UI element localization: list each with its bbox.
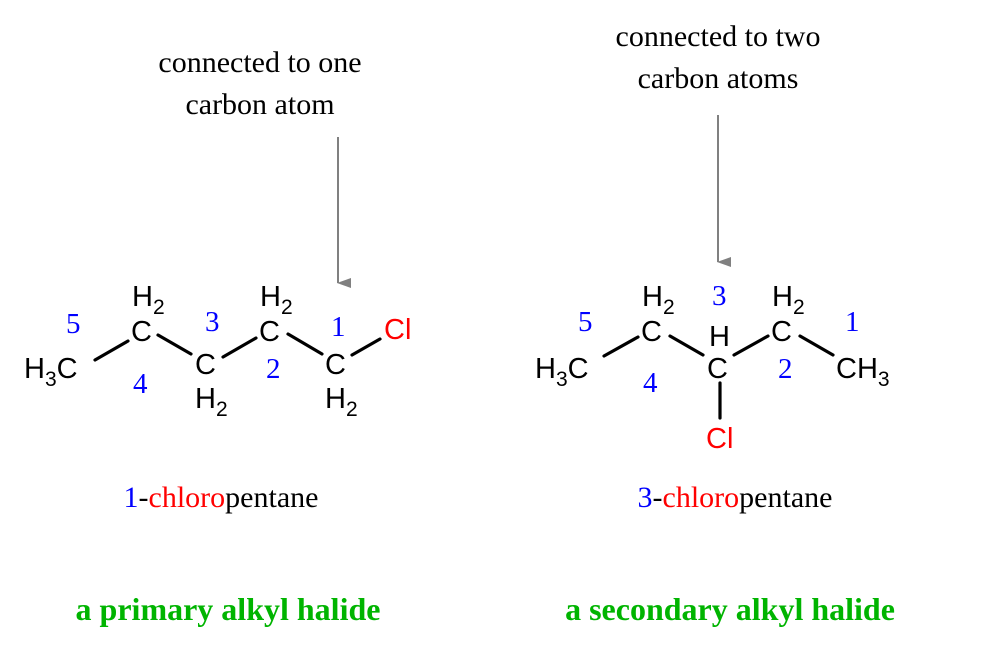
right-annotation-line1: connected to two — [616, 20, 821, 53]
bond-c4-c3-right — [668, 334, 705, 357]
atom-c3-h2: H2 — [195, 383, 228, 421]
bond-c5-c4-right — [602, 335, 640, 358]
right-annotation: connected to two carbon atoms — [616, 20, 821, 267]
right-panel: connected to two carbon atoms H3C H2 C H… — [535, 20, 895, 627]
bond-c4-c3 — [156, 333, 193, 356]
locant-3-right: 3 — [712, 280, 727, 312]
bond-c3-c2-right — [732, 334, 770, 357]
bond-c3-c2 — [221, 336, 258, 359]
locant-3: 3 — [205, 306, 220, 338]
bond-c2-c1 — [286, 332, 324, 356]
locant-5-right: 5 — [578, 306, 593, 338]
right-locants: 5 4 3 2 1 — [578, 280, 860, 399]
locant-2: 2 — [266, 353, 281, 385]
right-classification: a secondary alkyl halide — [565, 591, 895, 627]
atom-c2-h2-right: H2 — [772, 281, 805, 319]
left-atoms: H3C H2 C C H2 H2 C C H2 Cl — [24, 281, 411, 421]
atom-c2-right: C — [771, 316, 792, 348]
atom-c3-h-right: H — [709, 321, 730, 353]
locant-1-right: 1 — [845, 306, 860, 338]
left-panel: connected to one carbon atom H3C H2 C C … — [24, 46, 411, 627]
left-annotation-line1: connected to one — [158, 46, 361, 79]
right-atoms: H3C H2 C H C H2 C CH3 Cl — [535, 281, 890, 455]
atom-c1-h2: H2 — [325, 383, 358, 421]
atom-c2: C — [259, 316, 280, 348]
left-annotation-line2: carbon atom — [185, 88, 334, 121]
right-bonds — [602, 334, 835, 420]
left-classification: a primary alkyl halide — [76, 591, 381, 627]
atom-c4: C — [131, 316, 152, 348]
atom-c3: C — [195, 349, 216, 381]
atom-ch3: H3C — [24, 353, 78, 391]
atom-ch3-right: CH3 — [836, 353, 890, 391]
locant-4: 4 — [133, 368, 148, 400]
atom-c4-h2-right: H2 — [642, 281, 675, 319]
locant-5: 5 — [66, 308, 81, 340]
left-locants: 5 4 3 2 1 — [66, 306, 346, 400]
bond-c2-c1-right — [798, 334, 835, 357]
locant-1: 1 — [331, 311, 346, 343]
right-annotation-line2: carbon atoms — [638, 62, 799, 95]
left-annotation: connected to one carbon atom — [158, 46, 362, 288]
atom-c2-h2: H2 — [260, 281, 293, 319]
locant-4-right: 4 — [643, 367, 658, 399]
atom-ch3-left: H3C — [535, 353, 589, 391]
atom-c4-right: C — [641, 316, 662, 348]
atom-c3-right: C — [707, 353, 728, 385]
atom-cl: Cl — [384, 314, 411, 346]
bond-c5-c4 — [93, 339, 130, 362]
right-compound-name: 3-chloropentane — [638, 481, 833, 514]
locant-2-right: 2 — [778, 353, 793, 385]
bond-c1-cl — [350, 337, 382, 357]
atom-c4-h2: H2 — [132, 281, 165, 319]
left-compound-name: 1-chloropentane — [124, 481, 319, 514]
atom-cl-right: Cl — [706, 423, 733, 455]
left-bonds — [93, 332, 382, 362]
atom-c1: C — [325, 349, 346, 381]
